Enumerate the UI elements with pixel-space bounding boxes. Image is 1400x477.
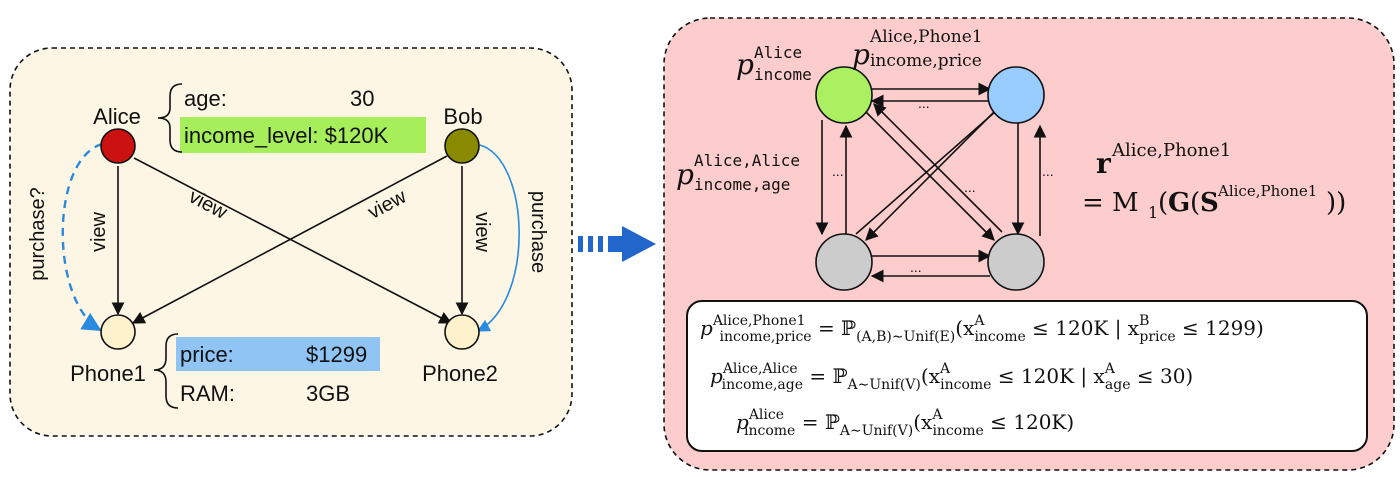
r-eq-open-g: ( (1158, 188, 1168, 218)
ellipsis-center: ... (964, 179, 976, 195)
f3-p-sub: income (744, 423, 796, 439)
phone1-attr-brace (153, 333, 179, 409)
p-income-age-sup: Alice,Alice (694, 151, 800, 170)
ram-value: 3GB (306, 381, 350, 406)
f2-lhs-sub: A∼Unif(V) (847, 377, 921, 393)
price-highlight (176, 337, 380, 371)
f1-p-sup: Alice,Phone1 (712, 313, 806, 329)
p-income-price-sub: income,price (870, 51, 982, 71)
f3-p-sup: Alice (748, 407, 785, 423)
gray-node-left (815, 233, 873, 291)
edge-alice-purchase-phone1 (61, 142, 103, 332)
f1-p-sub: income,price (719, 329, 812, 345)
phone1-node (100, 314, 136, 350)
phone2-node (444, 314, 480, 350)
f1-mid: ≤ 120K | x (1032, 316, 1140, 340)
left-panel-background (9, 47, 573, 437)
purchase-question-label: purchase? (27, 187, 49, 280)
age-key: age: (184, 86, 227, 111)
edge-bob-phone1 (131, 155, 448, 324)
r-equation-line: = M 1 ( G ( S Alice,Phone1 )) (1082, 182, 1346, 222)
income-highlight (180, 117, 426, 153)
f2-x2-sub: age (1104, 377, 1131, 393)
f2-x-sup: A (940, 361, 951, 377)
f3-x-sup: A (932, 407, 943, 423)
bob-node (444, 128, 480, 164)
age-value: 30 (350, 86, 374, 111)
r-eq-m-sub: 1 (1148, 203, 1158, 222)
view-label-bob-phone2: view (471, 212, 493, 253)
f2-body: (x (920, 364, 940, 388)
income-node-green (815, 66, 873, 124)
alice-attr-brace (157, 83, 183, 153)
r-eq-s-sup: Alice,Phone1 (1217, 182, 1317, 200)
f2-p-sub: income,age (721, 377, 804, 393)
gray-node-right (987, 233, 1045, 291)
income-level: income_level: $120K (184, 123, 389, 148)
price-value: $1299 (306, 342, 367, 367)
p-alice-income-label: p (736, 48, 754, 81)
f1-x-sub: income (974, 329, 1026, 345)
r-symbol: r (1096, 147, 1112, 180)
p-alice-income-sup: Alice (754, 43, 802, 62)
r-eq-g: G (1168, 188, 1190, 218)
f1-body: (x (955, 316, 975, 340)
r-eq-s: S (1200, 188, 1219, 218)
purchase-label: purchase (527, 191, 549, 273)
r-eq-open-s: ( (1190, 188, 1200, 218)
f1-x2-sub: price (1139, 329, 1176, 345)
price-node-blue (987, 66, 1045, 124)
edge-diag-b-bl (865, 111, 995, 241)
f1-x-sup: A (974, 313, 985, 329)
edge-bob-purchase-phone2 (476, 144, 520, 332)
ellipsis-right: ... (1042, 163, 1054, 179)
f2-tail: ≤ 30) (1136, 364, 1194, 388)
p-income-price-label: p (852, 38, 870, 71)
ellipsis-left: ... (832, 163, 844, 179)
f2-mid: ≤ 120K | x (997, 364, 1105, 388)
f3-lhs: = ℙ (801, 410, 840, 434)
p-alice-income-sub: income (754, 65, 812, 84)
alice-node (100, 128, 136, 164)
f1-lhs: = ℙ (817, 316, 857, 340)
price-key: price: (180, 342, 234, 367)
phone2-label: Phone2 (422, 361, 498, 386)
f2-x2-sup: A (1104, 361, 1115, 377)
p-income-age-sub: income,age (694, 175, 790, 194)
f3-body: (x (913, 410, 933, 434)
formula-box: pAlice,Phone1income,price = ℙ(A,B)∼Unif(… (686, 300, 1368, 452)
formula-income: pAliceincome = ℙA∼Unif(V)(xAincome ≤ 120… (736, 407, 1075, 439)
r-eq-m: = M (1082, 188, 1139, 218)
bob-label: Bob (443, 104, 482, 129)
p-income-price-sup: Alice,Phone1 (869, 27, 983, 47)
p-income-age-label: p (676, 158, 694, 191)
formula-income-price: pAlice,Phone1income,price = ℙ(A,B)∼Unif(… (700, 313, 1264, 345)
f1-tail: ≤ 1299) (1182, 316, 1264, 340)
edge-alice-phone2 (133, 157, 453, 324)
f3-x-sub: income (932, 423, 984, 439)
transform-arrow (578, 226, 656, 262)
f1-x2-sup: B (1139, 313, 1150, 329)
f2-x-sub: income (940, 377, 992, 393)
edge-diag-bl-b (855, 103, 1005, 235)
formula-income-age: pAlice,Aliceincome,age = ℙA∼Unif(V)(xAin… (710, 361, 1194, 393)
ram-key: RAM: (180, 381, 235, 406)
alice-label: Alice (93, 104, 141, 129)
f3-lhs-sub: A∼Unif(V) (839, 423, 914, 439)
ellipsis-bottom: ... (910, 259, 922, 275)
ellipsis-top: ... (918, 95, 930, 111)
f2-p-sup: Alice,Alice (722, 361, 798, 377)
f3-tail: ≤ 120K) (990, 410, 1075, 434)
view-label-alice-phone1: view (88, 211, 110, 252)
r-superscript: Alice,Phone1 (1111, 140, 1231, 161)
f2-lhs: = ℙ (809, 364, 848, 388)
f1-lhs-sub: (A,B)∼Unif(E) (856, 329, 956, 345)
phone1-label: Phone1 (70, 361, 146, 386)
r-eq-close: )) (1326, 188, 1346, 218)
